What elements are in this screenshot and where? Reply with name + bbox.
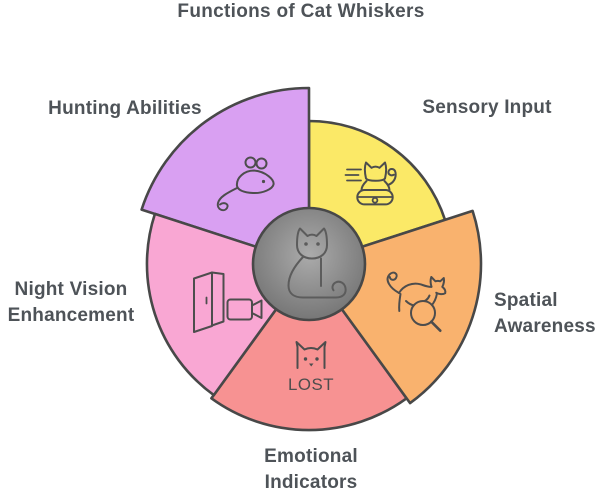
segment-label-spatial-awareness: Spatial Awareness bbox=[494, 290, 596, 337]
petal-group bbox=[140, 86, 483, 432]
poster-cat-face bbox=[303, 357, 319, 367]
cat-head bbox=[296, 227, 328, 260]
lost-cat-poster-icon: LOST bbox=[288, 341, 334, 394]
poster-cat-head bbox=[295, 341, 327, 369]
segment-label-night-vision: Night Vision Enhancement bbox=[7, 279, 135, 326]
petal-emotional-indicators bbox=[210, 262, 408, 432]
icon-layer: LOST bbox=[193, 156, 447, 394]
magnifier-handle bbox=[430, 320, 442, 332]
camera-body bbox=[226, 298, 253, 321]
camera-lens bbox=[251, 299, 263, 319]
cat-body bbox=[287, 256, 347, 299]
center-circle bbox=[251, 206, 367, 322]
poster-lost-text: LOST bbox=[288, 375, 334, 394]
mouse-ear-right bbox=[255, 157, 268, 170]
mouse-body bbox=[235, 169, 275, 195]
vacuum-button bbox=[371, 197, 379, 204]
door-frame bbox=[211, 271, 225, 327]
motion-lines bbox=[344, 168, 362, 182]
mouse-icon bbox=[216, 156, 275, 212]
diagram-title: Functions of Cat Whiskers bbox=[177, 1, 425, 22]
vacuum-cat-head bbox=[363, 161, 388, 182]
walking-cat-head bbox=[429, 276, 447, 296]
petal-hunting-abilities bbox=[140, 86, 311, 266]
mouse-ear-left bbox=[244, 156, 257, 169]
mouse-eye bbox=[261, 179, 266, 184]
cat-eyes bbox=[304, 242, 320, 246]
cat-on-vacuum-icon bbox=[344, 161, 397, 206]
segment-label-emotional-indicators: Emotional Indicators bbox=[264, 446, 358, 493]
cat-with-magnifier-icon bbox=[386, 271, 447, 332]
segment-label-sensory-input: Sensory Input bbox=[422, 97, 552, 118]
segment-label-hunting-abilities: Hunting Abilities bbox=[48, 98, 202, 119]
magnifier-glass bbox=[410, 300, 436, 326]
vacuum-body bbox=[356, 189, 394, 206]
mouse-tail bbox=[216, 187, 238, 212]
walking-cat-back bbox=[398, 282, 433, 294]
door-and-camera-icon bbox=[193, 271, 263, 333]
cat-icon bbox=[287, 227, 347, 299]
walking-cat-tail bbox=[386, 271, 400, 294]
vacuum-cat-tail bbox=[387, 168, 397, 186]
door-panel bbox=[193, 271, 213, 333]
